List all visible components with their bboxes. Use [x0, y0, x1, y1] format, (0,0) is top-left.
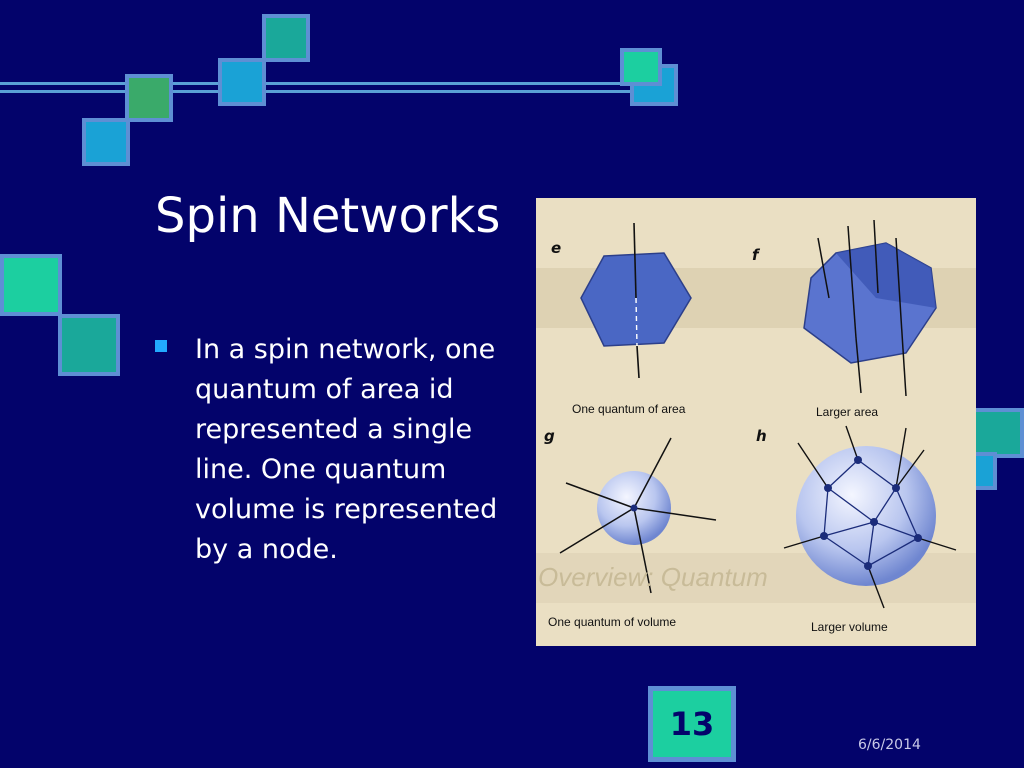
spin-line	[559, 507, 635, 554]
spin-network-edges	[823, 459, 919, 567]
spin-network-external-lines	[783, 425, 957, 609]
panel-caption: Larger area	[816, 405, 878, 419]
spin-line	[847, 225, 857, 339]
decor-square	[218, 58, 266, 106]
spin-line	[900, 317, 907, 397]
spin-line	[873, 219, 879, 294]
panel-caption: One quantum of area	[572, 402, 686, 416]
spin-line	[633, 507, 717, 521]
decor-square	[620, 48, 662, 86]
decor-square	[125, 74, 173, 122]
spin-line	[633, 507, 652, 594]
slide-title: Spin Networks	[155, 188, 501, 244]
decor-square	[82, 118, 130, 166]
page-number: 13	[669, 705, 715, 743]
decor-line-top-2	[0, 90, 650, 93]
octagon-facet	[836, 243, 936, 308]
spin-line	[636, 345, 640, 379]
spin-line-hidden	[635, 297, 638, 347]
spin-network-illustration: Overview: Quantum e f g h One quantum of…	[536, 219, 976, 634]
spin-line	[633, 437, 672, 509]
page-number-box: 13	[648, 686, 736, 762]
spin-node	[630, 504, 638, 512]
spin-network-figure: Overview: Quantum e f g h One quantum of…	[536, 198, 976, 646]
panel-letter: h	[756, 427, 767, 445]
spin-line	[633, 222, 637, 299]
spin-line	[817, 237, 830, 299]
panel-letter: g	[544, 427, 555, 445]
decor-line-top	[0, 82, 650, 85]
decor-square	[262, 14, 310, 62]
panel-letter: f	[752, 246, 761, 264]
background-heading: Overview: Quantum	[538, 562, 768, 592]
decor-square	[58, 314, 120, 376]
spin-line	[895, 237, 902, 319]
bullet-marker	[155, 340, 167, 352]
spin-line	[565, 482, 635, 509]
spin-line	[855, 337, 862, 394]
slide-date: 6/6/2014	[858, 737, 921, 753]
spin-network-nodes	[820, 456, 922, 570]
panel-caption: Larger volume	[811, 620, 888, 634]
decor-square	[968, 408, 1024, 458]
panel-caption: One quantum of volume	[548, 615, 676, 629]
decor-square	[0, 254, 62, 316]
bullet-text: In a spin network, one quantum of area i…	[195, 334, 498, 565]
panel-letter: e	[551, 239, 561, 257]
